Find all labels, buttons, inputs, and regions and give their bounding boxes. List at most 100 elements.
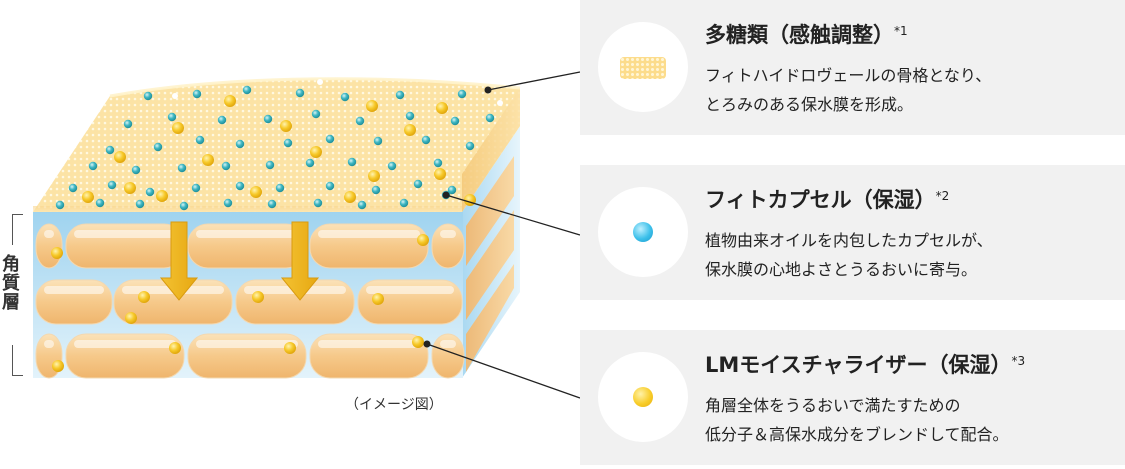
cell-highlight — [74, 340, 176, 348]
phyto-capsule-dot — [167, 112, 177, 122]
cell-highlight — [196, 340, 298, 348]
gel-swatch-icon — [620, 57, 666, 79]
yellow-dot-icon — [633, 387, 653, 407]
phyto-capsule-dot — [123, 119, 133, 129]
description-line: とろみのある保水膜を形成。 — [705, 95, 914, 114]
phyto-capsule-dot — [145, 187, 155, 197]
moisturizer-dot — [202, 154, 214, 166]
phyto-capsule-dot — [235, 139, 245, 149]
penetration-arrow-1 — [159, 221, 199, 301]
moisturizer-dot — [124, 182, 136, 194]
phyto-capsule-dot — [131, 165, 141, 175]
stratum-corneum-label: 角質層 — [0, 214, 40, 376]
cell-highlight — [440, 340, 456, 348]
moisturizer-dot — [412, 336, 424, 348]
phyto-capsule-dot — [263, 114, 273, 124]
phyto-capsule-dot — [153, 142, 163, 152]
phyto-capsule-dot — [311, 109, 321, 119]
phyto-capsule-dot — [457, 89, 467, 99]
phyto-capsule-dot — [192, 89, 202, 99]
phyto-capsule-dot — [235, 181, 245, 191]
moisturizer-dot — [114, 151, 126, 163]
phyto-capsule-dot — [395, 90, 405, 100]
moisturizer-dot — [224, 95, 236, 107]
phyto-capsule-dot — [325, 181, 335, 191]
cell-highlight — [44, 286, 104, 294]
gel-top-surface — [33, 78, 520, 212]
phyto-capsule-dot — [143, 91, 153, 101]
penetration-arrow-2 — [280, 221, 320, 301]
phyto-capsule-dot — [450, 116, 460, 126]
ingredient-panel-phytocapsule: フィトカプセル（保湿）*2 植物由来オイルを内包したカプセルが、 保水膜の心地よ… — [580, 165, 1125, 300]
phyto-capsule-dot — [485, 113, 495, 123]
gel-side-face — [462, 88, 520, 212]
ingredient-icon-circle — [598, 22, 688, 112]
phyto-capsule-dot — [68, 183, 78, 193]
image-caption: （イメージ図） — [345, 397, 443, 413]
phyto-capsule-dot — [305, 158, 315, 168]
bracket-bottom — [12, 345, 23, 376]
skin-layer-illustration — [33, 77, 521, 379]
phyto-capsule-dot — [265, 160, 275, 170]
phyto-capsule-dot — [295, 88, 305, 98]
moisturizer-dot — [404, 124, 416, 136]
moisturizer-dot — [434, 168, 446, 180]
moisturizer-dot — [310, 146, 322, 158]
phyto-capsule-dot — [177, 163, 187, 173]
ingredient-description: フィトハイドロヴェールの骨格となり、 とろみのある保水膜を形成。 — [705, 61, 1105, 119]
phyto-capsule-dot — [223, 198, 233, 208]
moisturizer-dot — [125, 312, 137, 324]
ingredient-name: LMモイスチャライザー（保湿） — [705, 353, 1012, 377]
description-line: 植物由来オイルを内包したカプセルが、 — [705, 231, 993, 250]
phyto-capsule-dot — [95, 198, 105, 208]
moisturizer-dot — [52, 360, 64, 372]
moisturizer-dot — [372, 293, 384, 305]
moisturizer-dot — [169, 342, 181, 354]
moisturizer-dot — [344, 191, 356, 203]
footnote-mark: *2 — [935, 189, 950, 203]
moisturizer-dot — [366, 100, 378, 112]
phyto-capsule-dot — [275, 183, 285, 193]
ingredient-description: 角層全体をうるおいで満たすための 低分子＆高保水成分をブレンドして配合。 — [705, 391, 1105, 449]
cell-highlight — [440, 230, 456, 238]
moisturizer-dot — [172, 122, 184, 134]
phyto-capsule-dot — [88, 161, 98, 171]
cell-highlight — [74, 230, 176, 238]
phyto-capsule-dot — [325, 134, 335, 144]
moisturizer-dot — [252, 291, 264, 303]
phyto-capsule-dot — [135, 199, 145, 209]
ingredient-panel-polysaccharide: 多糖類（感触調整）*1 フィトハイドロヴェールの骨格となり、 とろみのある保水膜… — [580, 0, 1125, 135]
moisturizer-dot — [82, 191, 94, 203]
phyto-capsule-dot — [447, 185, 457, 195]
moisturizer-dot — [280, 120, 292, 132]
ingredient-panel-lm-moisturizer: LMモイスチャライザー（保湿）*3 角層全体をうるおいで満たすための 低分子＆高… — [580, 330, 1125, 465]
ingredient-icon-circle — [598, 352, 688, 442]
moisturizer-dot — [51, 247, 63, 259]
phyto-capsule-dot — [313, 198, 323, 208]
phyto-capsules — [55, 79, 503, 211]
phyto-capsule-dot — [357, 200, 367, 210]
phyto-capsule-dot — [421, 135, 431, 145]
phyto-capsule-dot — [387, 161, 397, 171]
phyto-capsule-dot — [179, 201, 189, 211]
blue-capsule-icon — [633, 222, 653, 242]
phyto-capsule-dot — [107, 180, 117, 190]
phyto-capsule-dot — [221, 161, 231, 171]
phyto-capsule-dot — [105, 145, 115, 155]
description-line: フィトハイドロヴェールの骨格となり、 — [705, 66, 992, 85]
footnote-mark: *3 — [1011, 354, 1026, 368]
phyto-capsule-dot — [340, 92, 350, 102]
ingredient-title: フィトカプセル（保湿）*2 — [705, 184, 949, 214]
ingredient-title: 多糖類（感触調整）*1 — [705, 19, 908, 49]
description-line: 角層全体をうるおいで満たすための — [705, 396, 961, 415]
moisturizer-dot — [156, 190, 168, 202]
phyto-capsule-dot — [242, 85, 252, 95]
skin-layer-diagram: 角質層 （イメージ図） — [0, 77, 521, 413]
footnote-mark: *1 — [894, 24, 908, 38]
description-line: 低分子＆高保水成分をブレンドして配合。 — [705, 425, 1009, 444]
phyto-capsule-dot — [371, 185, 381, 195]
phyto-capsule-dot — [267, 199, 277, 209]
cell-highlight — [196, 230, 298, 238]
cell-highlight — [44, 340, 54, 348]
ingredient-name: 多糖類（感触調整） — [705, 23, 894, 47]
